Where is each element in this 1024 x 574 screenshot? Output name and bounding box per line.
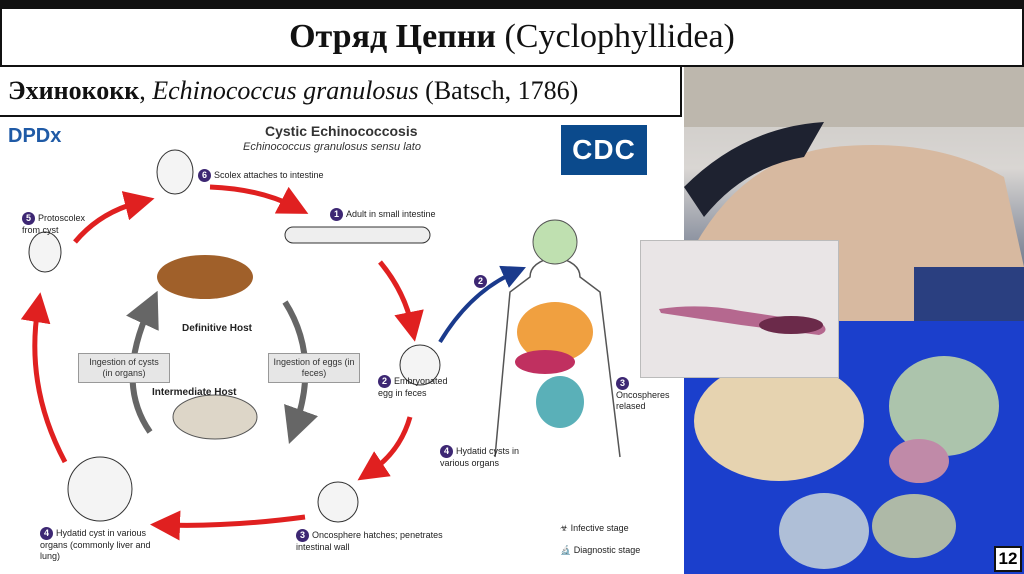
step-4b-badge: 4 bbox=[440, 445, 453, 458]
human-head bbox=[533, 220, 577, 264]
sheep-shape bbox=[173, 395, 257, 439]
adult-tapeworm-photo bbox=[640, 240, 839, 378]
step-5-badge: 5 bbox=[22, 212, 35, 225]
definitive-host-label: Definitive Host bbox=[182, 323, 252, 334]
step-1-badge: 1 bbox=[330, 208, 343, 221]
subtitle-latin: Echinococcus granulosus bbox=[152, 76, 418, 105]
top-bar bbox=[0, 0, 1024, 9]
lifecycle-arrows bbox=[0, 117, 682, 574]
slide-title-rest: (Cyclophyllidea) bbox=[496, 18, 735, 55]
step-3-badge: 3 bbox=[296, 529, 309, 542]
arrow-6-to-1 bbox=[210, 187, 295, 207]
step-2b-label: 2 bbox=[474, 275, 494, 288]
scolex-6 bbox=[157, 150, 193, 194]
step-3-text: Oncosphere hatches; penetrates intestina… bbox=[296, 530, 443, 552]
lifecycle-diagram: DPDx Cystic Echinococcosis Echinococcus … bbox=[0, 117, 682, 574]
step-3b-badge: 3 bbox=[616, 377, 629, 390]
slide-subtitle: Эхинококк, Echinococcus granulosus (Bats… bbox=[8, 76, 578, 106]
subtitle-box: Эхинококк, Echinococcus granulosus (Bats… bbox=[0, 67, 682, 117]
subtitle-genus: Эхинококк bbox=[8, 76, 139, 105]
legend-diagnostic-text: Diagnostic stage bbox=[574, 545, 641, 555]
step-3b-text: Oncospheres relased bbox=[616, 390, 670, 411]
arrow-2-to-3 bbox=[370, 417, 410, 472]
subtitle-author: (Batsch, 1786) bbox=[419, 76, 579, 105]
worm-photo-art bbox=[641, 241, 839, 378]
arrow-4-to-5 bbox=[35, 307, 65, 462]
biohazard-icon: ☣ bbox=[560, 523, 568, 533]
step-1-text: Adult in small intestine bbox=[346, 209, 436, 219]
slide-title-bold: Отряд Цепни bbox=[289, 18, 496, 55]
step-3b-label: 3Oncospheres relased bbox=[616, 377, 678, 412]
arrow-3-to-4 bbox=[165, 517, 305, 525]
page-number: 12 bbox=[994, 546, 1022, 572]
oncosphere-3 bbox=[318, 482, 358, 522]
ingestion-eggs-box: Ingestion of eggs (in feces) bbox=[268, 353, 360, 383]
step-6-text: Scolex attaches to intestine bbox=[214, 170, 324, 180]
arrow-1-to-2 bbox=[380, 262, 412, 327]
ingestion-cysts-box: Ingestion of cysts (in organs) bbox=[78, 353, 170, 383]
legend-diagnostic: 🔬 Diagnostic stage bbox=[560, 545, 670, 556]
legend-infective-text: Infective stage bbox=[571, 523, 629, 533]
hydatid-cyst-4 bbox=[68, 457, 132, 521]
step-2b-badge: 2 bbox=[474, 275, 487, 288]
microscope-icon: 🔬 bbox=[560, 545, 571, 555]
step-4-badge: 4 bbox=[40, 527, 53, 540]
step-4-text: Hydatid cyst in various organs (commonly… bbox=[40, 528, 151, 561]
intermediate-host-label: Intermediate Host bbox=[152, 387, 236, 398]
dog-shape bbox=[157, 255, 253, 299]
step-6-badge: 6 bbox=[198, 169, 211, 182]
title-box: Отряд Цепни (Cyclophyllidea) bbox=[0, 9, 1024, 67]
protoscolex-5 bbox=[29, 232, 61, 272]
subtitle-sep: , bbox=[139, 76, 152, 105]
slide-title: Отряд Цепни (Cyclophyllidea) bbox=[289, 18, 735, 56]
step-2-badge: 2 bbox=[378, 375, 391, 388]
human-liver bbox=[515, 350, 575, 374]
human-intestine bbox=[536, 376, 584, 428]
legend-infective: ☣ Infective stage bbox=[560, 523, 670, 534]
adult-worm-1 bbox=[285, 227, 430, 243]
